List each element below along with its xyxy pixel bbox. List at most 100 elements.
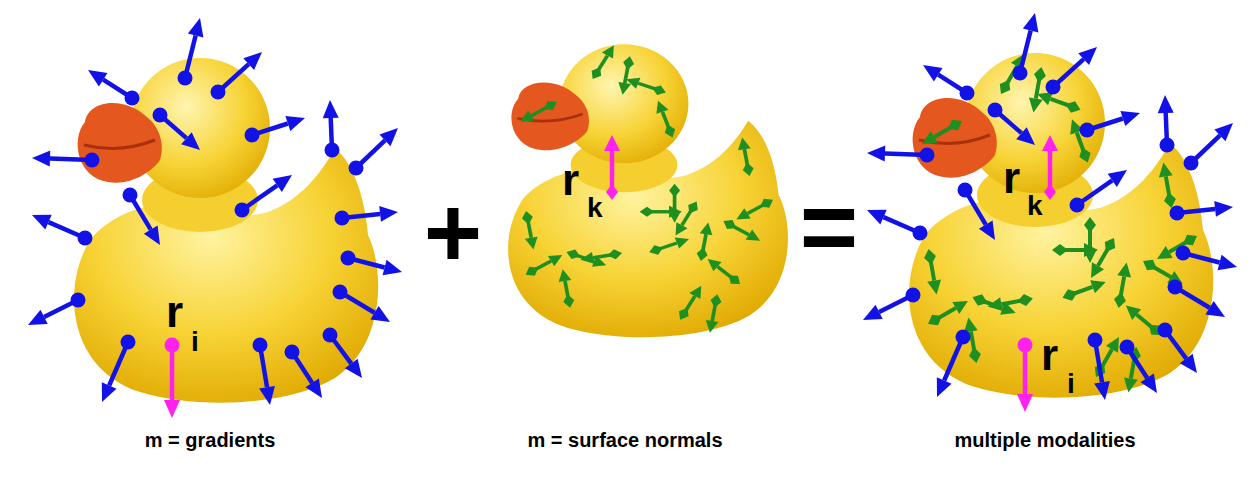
arrow-dot (1088, 333, 1103, 348)
arrow-head (952, 301, 968, 314)
normal-arrow (679, 286, 701, 320)
normal-arrow (1062, 280, 1105, 300)
normal-arrow (1037, 92, 1080, 112)
arrow-dot (211, 85, 226, 100)
gradient-arrow (937, 330, 971, 398)
normal-arrow (928, 301, 968, 325)
arrow-dot (71, 293, 86, 308)
arrow-diamond (1044, 184, 1056, 200)
arrow-diamond (1114, 292, 1126, 308)
arrow-head (988, 297, 1003, 311)
arrow-diamond (1143, 260, 1157, 270)
arrow-head (1157, 246, 1173, 259)
beak-line (84, 140, 155, 148)
arrow-diamond (544, 101, 557, 110)
arrow-head (259, 386, 275, 405)
arrow-head (700, 222, 713, 235)
arrow-head (305, 379, 322, 398)
duck-beak (913, 98, 997, 178)
arrow-diamond (1105, 238, 1115, 252)
arrow-head (1090, 280, 1106, 293)
gradient-arrow (863, 288, 921, 321)
arrow-head (345, 359, 362, 378)
arrow-head (676, 222, 688, 235)
gradient-arrow (123, 188, 161, 246)
arrow-diamond (640, 207, 655, 217)
normal-arrow (738, 137, 754, 176)
arrow-head (656, 101, 668, 114)
arrow-diamond (928, 315, 942, 325)
arrow-diamond (1079, 147, 1090, 162)
point-symbol: r (166, 290, 183, 334)
arrow-diamond (729, 275, 740, 284)
duck-combined (863, 13, 1237, 400)
plus-sign: + (424, 182, 482, 282)
arrow-shaft (170, 345, 175, 400)
arrow-head (32, 151, 50, 167)
arrow-head (1106, 337, 1119, 353)
gradient-arrow (178, 18, 204, 86)
arrow-head (675, 237, 689, 248)
arrow-head (379, 128, 398, 146)
arrow-head (1084, 243, 1098, 257)
arrow-head (618, 82, 631, 95)
arrow-head (1214, 201, 1233, 217)
arrow-dot (325, 143, 340, 158)
arrow-diamond (688, 202, 698, 214)
arrow-head (669, 206, 682, 218)
arrow-diamond (743, 163, 754, 176)
arrow-diamond (1065, 101, 1080, 112)
arrow-diamond (623, 56, 634, 69)
gradient-arrow (349, 128, 399, 176)
arrow-head (1017, 394, 1033, 412)
arrow-diamond (649, 245, 663, 255)
arrow-head (1016, 127, 1035, 145)
gradient-arrow (1176, 246, 1238, 271)
arrow-dot (960, 86, 975, 101)
arrow-dot (1158, 323, 1173, 338)
arrow-dot (988, 103, 1003, 118)
normal-arrow (697, 222, 713, 261)
arrow-diamond (711, 294, 722, 307)
arrow-head (144, 225, 160, 245)
arrow-dot (920, 148, 935, 163)
point-subscript: i (191, 328, 199, 356)
arrow-head (580, 252, 594, 264)
highlight-normal-arrow (604, 135, 620, 200)
gradient-arrow (323, 100, 340, 158)
arrow-head (323, 100, 339, 118)
arrow-dot (165, 338, 180, 353)
arrow-dot (1168, 280, 1183, 295)
arrow-dot (245, 128, 260, 143)
arrow-head (922, 131, 938, 144)
arrow-dot (958, 183, 973, 198)
arrow-diamond (652, 85, 666, 95)
arrow-dot (253, 338, 268, 353)
arrow-head (979, 220, 995, 240)
arrow-dot (178, 71, 193, 86)
arrow-head (1205, 301, 1225, 317)
arrow-dot (913, 226, 928, 241)
gradient-arrow (153, 108, 201, 151)
arrow-head (181, 132, 200, 150)
arrow-dot (349, 161, 364, 176)
arrow-head (379, 206, 398, 222)
arrow-head (863, 305, 883, 320)
gradient-arrow (1013, 13, 1039, 81)
arrow-diamond (1052, 244, 1068, 256)
arrow-head (1108, 170, 1127, 187)
arrow-head (548, 255, 562, 266)
arrow-head (689, 286, 701, 299)
arrow-diamond (972, 294, 987, 305)
arrow-dot (1184, 156, 1199, 171)
arrow-dot (1160, 138, 1175, 153)
normal-arrow (708, 259, 740, 284)
arrow-head (1214, 123, 1233, 141)
arrow-head (867, 146, 885, 162)
arrow-dot (78, 231, 93, 246)
arrow-head (1117, 263, 1131, 278)
duck-beak (511, 83, 589, 151)
normal-arrow (618, 56, 634, 95)
arrow-head (32, 215, 52, 230)
arrow-head (708, 259, 722, 271)
